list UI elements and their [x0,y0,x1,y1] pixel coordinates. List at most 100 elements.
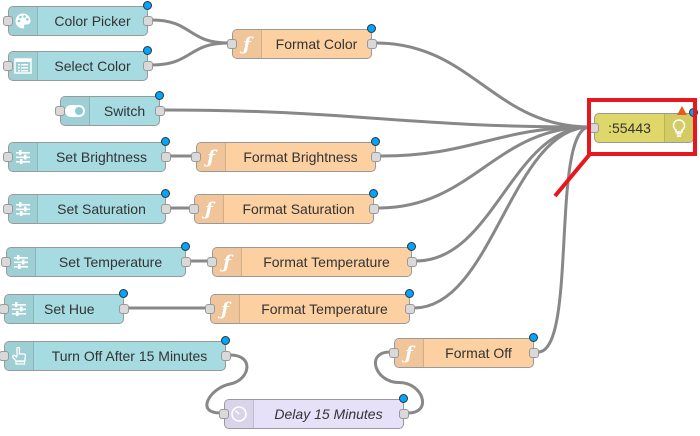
sliders-icon [5,295,34,323]
sliders-icon [7,248,36,276]
list-icon [9,52,38,80]
sliders-icon [9,195,38,223]
node-label: Set Brightness [55,149,148,165]
wire-switch-to-light[interactable] [163,108,591,129]
wire-format-brightness-to-light[interactable] [379,125,591,158]
input-port[interactable] [1,257,11,267]
output-port[interactable] [161,152,171,162]
function-icon: ƒ [395,339,424,367]
output-port[interactable] [371,152,381,162]
node-set-temperature[interactable]: Set Temperature [1,242,191,277]
output-port[interactable] [181,257,191,267]
toggle-icon [61,97,90,125]
node-label: Set Saturation [57,201,146,217]
output-port[interactable] [399,409,409,419]
changed-indicator [181,242,190,251]
node-label: Switch [103,103,146,119]
changed-indicator [119,289,128,298]
output-port[interactable] [161,204,171,214]
input-port[interactable] [189,204,199,214]
changed-indicator [529,333,538,342]
input-port[interactable] [227,39,237,49]
node-switch[interactable]: Switch [55,91,165,126]
input-port[interactable] [389,348,399,358]
input-port[interactable] [0,351,9,361]
changed-indicator [367,24,376,33]
node-select-color[interactable]: Select Color [3,46,153,81]
node-set-hue[interactable]: Set Hue [0,289,129,324]
highlight-annotation-box [587,98,697,156]
node-label: Set Temperature [58,254,163,270]
changed-indicator [369,189,378,198]
node-label: Format Temperature [261,301,388,317]
node-turn-off-button[interactable]: Turn Off After 15 Minutes [0,336,231,371]
output-port[interactable] [407,257,417,267]
node-label: Turn Off After 15 Minutes [51,348,208,364]
node-set-saturation[interactable]: Set Saturation [3,189,171,224]
function-icon: ƒ [213,248,242,276]
input-port[interactable] [0,304,9,314]
changed-indicator [221,336,230,345]
node-label: Color Picker [54,13,131,29]
input-port[interactable] [3,16,13,26]
changed-indicator [143,1,152,10]
node-format-temperature-1[interactable]: ƒ Format Temperature [207,242,417,277]
palette-icon [9,7,38,35]
node-set-brightness[interactable]: Set Brightness [3,137,171,172]
node-delay[interactable]: Delay 15 Minutes [219,394,409,429]
wire-format-saturation-to-light[interactable] [377,125,591,210]
node-format-off[interactable]: ƒ Format Off [389,333,539,368]
node-label: Delay 15 Minutes [274,406,383,422]
changed-indicator [143,46,152,55]
changed-indicator [155,91,164,100]
wire-color-picker-to-format-color[interactable] [151,18,229,45]
changed-indicator [161,137,170,146]
node-label: Format Saturation [242,201,355,217]
changed-indicator [405,289,414,298]
function-icon: ƒ [195,195,224,223]
output-port[interactable] [405,304,415,314]
node-label: Format Temperature [263,254,390,270]
function-icon: ƒ [233,30,262,58]
node-format-brightness[interactable]: ƒ Format Brightness [191,137,381,172]
node-format-saturation[interactable]: ƒ Format Saturation [189,189,379,224]
node-format-color[interactable]: ƒ Format Color [227,24,377,59]
output-port[interactable] [221,351,231,361]
lightbulb-icon [664,114,693,142]
wire-format-color-to-light[interactable] [375,41,591,129]
sliders-icon [9,143,38,171]
output-port[interactable] [143,61,153,71]
wire-delay-to-format-off[interactable] [373,350,425,415]
input-port[interactable] [3,61,13,71]
input-port[interactable] [55,106,65,116]
warning-triangle-icon [677,106,687,115]
input-port[interactable] [205,304,215,314]
changed-indicator [371,137,380,146]
output-port[interactable] [155,106,165,116]
changed-indicator [399,394,408,403]
node-color-picker[interactable]: Color Picker [3,1,153,36]
output-port[interactable] [367,39,377,49]
node-label: Format Color [275,36,358,52]
highlight-pointer-line [553,152,592,198]
wire-turn-off-to-delay[interactable] [205,353,249,415]
node-light-output[interactable]: :55443 [589,106,698,143]
input-port[interactable] [191,152,201,162]
wire-format-temperature-2-to-light[interactable] [413,125,591,310]
wire-format-temperature-1-to-light[interactable] [415,125,591,263]
changed-indicator [407,242,416,251]
output-port[interactable] [369,204,379,214]
node-label: Format Brightness [243,149,358,165]
input-port[interactable] [3,152,13,162]
input-port[interactable] [207,257,217,267]
input-port[interactable] [3,204,13,214]
node-format-temperature-2[interactable]: ƒ Format Temperature [205,289,415,324]
output-port[interactable] [119,304,129,314]
output-port[interactable] [143,16,153,26]
wire-format-off-to-light[interactable] [537,125,591,354]
wire-select-color-to-format-color[interactable] [151,41,229,67]
output-port[interactable] [529,348,539,358]
node-label: Format Off [445,345,512,361]
input-port[interactable] [219,409,229,419]
